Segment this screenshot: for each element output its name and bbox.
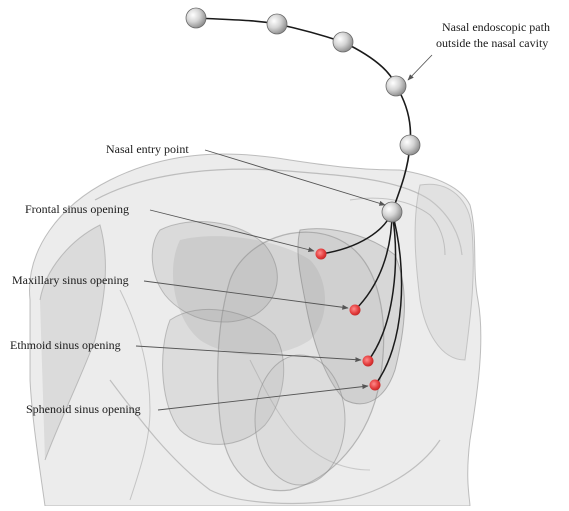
label-entry-point: Nasal entry point — [106, 142, 189, 156]
label-endoscopic-path-line2: outside the nasal cavity — [436, 36, 548, 50]
sphenoid-sinus-marker — [370, 380, 381, 391]
label-ethmoid-sinus: Ethmoid sinus opening — [10, 338, 121, 352]
label-frontal-sinus: Frontal sinus opening — [25, 202, 129, 216]
label-sphenoid-sinus: Sphenoid sinus opening — [26, 402, 141, 416]
brainstem-outline — [255, 355, 345, 485]
waypoint-marker-2 — [267, 14, 287, 34]
waypoint-marker-4 — [386, 76, 406, 96]
frontal-sinus-marker — [316, 249, 327, 260]
waypoint-marker-5 — [400, 135, 420, 155]
waypoint-marker-3 — [333, 32, 353, 52]
label-endoscopic-path-line1: Nasal endoscopic path — [442, 20, 550, 34]
label-maxillary-sinus: Maxillary sinus opening — [12, 273, 129, 287]
leader-endoscopic-path — [408, 55, 432, 80]
waypoint-marker-1 — [186, 8, 206, 28]
maxillary-sinus-marker — [350, 305, 361, 316]
ethmoid-sinus-marker — [363, 356, 374, 367]
